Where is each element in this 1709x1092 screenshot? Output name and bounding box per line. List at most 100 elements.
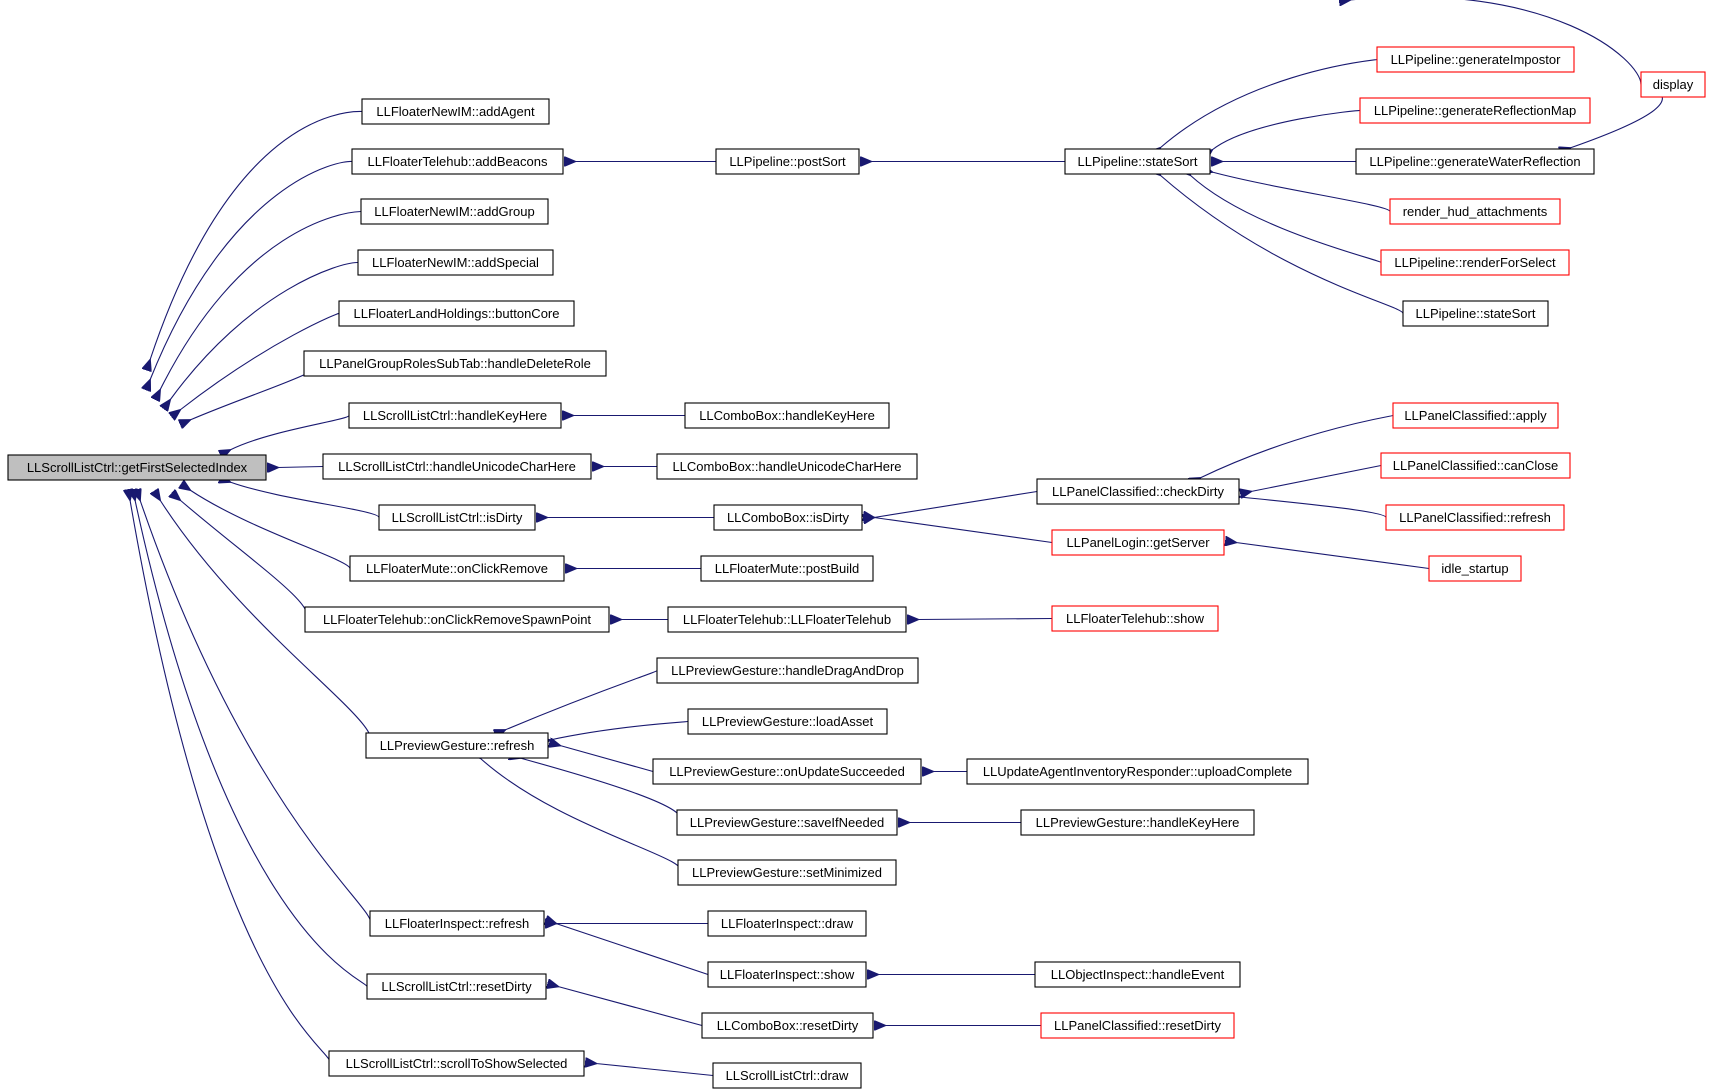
graph-node-llfloaternewim-addgroup[interactable]: LLFloaterNewIM::addGroup xyxy=(360,198,549,225)
graph-node-llcombobox-handlekeyhere[interactable]: LLComboBox::handleKeyHere xyxy=(684,402,890,429)
graph-node-llfloatertelehub-show[interactable]: LLFloaterTelehub::show xyxy=(1051,605,1219,632)
graph-node-render-hud-attachments[interactable]: render_hud_attachments xyxy=(1389,198,1561,225)
graph-node-llscrolllistctrl-handleunicodecharhere[interactable]: LLScrollListCtrl::handleUnicodeCharHere xyxy=(322,453,592,480)
nodes-layer: LLScrollListCtrl::getFirstSelectedIndexL… xyxy=(7,46,1706,1089)
graph-edge xyxy=(140,500,372,924)
graph-node-llpipeline-generatereflectionmap[interactable]: LLPipeline::generateReflectionMap xyxy=(1359,97,1591,124)
node-label: LLFloaterInspect::draw xyxy=(721,916,854,931)
graph-edge xyxy=(1212,172,1391,213)
node-box xyxy=(713,504,863,531)
node-label: LLPreviewGesture::setMinimized xyxy=(692,865,882,880)
graph-node-llpanelclassified-apply[interactable]: LLPanelClassified::apply xyxy=(1392,402,1559,429)
graph-edge xyxy=(1160,58,1378,149)
node-label: LLPreviewGesture::saveIfNeeded xyxy=(690,815,884,830)
graph-node-llpipeline-renderforselect[interactable]: LLPipeline::renderForSelect xyxy=(1380,249,1570,276)
node-label: LLFloaterMute::postBuild xyxy=(715,561,860,576)
graph-node-llpreviewgesture-setminimized[interactable]: LLPreviewGesture::setMinimized xyxy=(677,859,897,886)
node-label: LLPanelClassified::checkDirty xyxy=(1052,484,1224,499)
graph-node-llscrolllistctrl-getfirstselectedindex[interactable]: LLScrollListCtrl::getFirstSelectedIndex xyxy=(7,454,267,481)
node-box xyxy=(378,504,536,531)
node-label: LLFloaterNewIM::addAgent xyxy=(376,104,535,119)
node-label: LLComboBox::handleKeyHere xyxy=(699,408,875,423)
graph-edge xyxy=(918,619,1053,620)
node-label: LLScrollListCtrl::handleUnicodeCharHere xyxy=(338,459,576,474)
graph-node-llfloaterinspect-draw[interactable]: LLFloaterInspect::draw xyxy=(707,910,867,937)
node-box xyxy=(656,453,918,480)
node-label: LLPipeline::generateImpostor xyxy=(1391,52,1562,67)
node-box xyxy=(357,249,554,276)
graph-node-llpanelclassified-canclose[interactable]: LLPanelClassified::canClose xyxy=(1380,452,1571,479)
graph-node-llfloaterlandholdings-buttoncore[interactable]: LLFloaterLandHoldings::buttonCore xyxy=(338,300,575,327)
node-label: LLPanelClassified::refresh xyxy=(1399,510,1551,525)
node-box xyxy=(303,350,607,377)
graph-edge xyxy=(1160,175,1404,314)
node-box xyxy=(1064,148,1211,175)
graph-node-llfloaterinspect-show[interactable]: LLFloaterInspect::show xyxy=(707,961,867,988)
graph-node-llpreviewgesture-handlekeyhere[interactable]: LLPreviewGesture::handleKeyHere xyxy=(1020,809,1255,836)
graph-node-display[interactable]: display xyxy=(1640,71,1706,98)
graph-edge xyxy=(596,1064,714,1077)
node-label: LLPreviewGesture::onUpdateSucceeded xyxy=(669,764,905,779)
node-box xyxy=(1402,300,1549,327)
graph-edge xyxy=(230,414,350,451)
graph-node-llpreviewgesture-refresh[interactable]: LLPreviewGesture::refresh xyxy=(365,732,549,759)
node-label: LLFloaterMute::onClickRemove xyxy=(366,561,548,576)
graph-node-llpreviewgesture-loadasset[interactable]: LLPreviewGesture::loadAsset xyxy=(687,708,888,735)
graph-node-llscrolllistctrl-resetdirty[interactable]: LLScrollListCtrl::resetDirty xyxy=(366,973,547,1000)
graph-node-idle-startup[interactable]: idle_startup xyxy=(1428,555,1522,582)
graph-node-llfloaternewim-addagent[interactable]: LLFloaterNewIM::addAgent xyxy=(361,98,550,125)
node-label: display xyxy=(1653,77,1694,92)
graph-node-llfloatertelehub-addbeacons[interactable]: LLFloaterTelehub::addBeacons xyxy=(351,148,564,175)
node-box xyxy=(715,148,860,175)
graph-node-llpipeline-statesort[interactable]: LLPipeline::stateSort xyxy=(1064,148,1211,175)
node-box xyxy=(360,198,549,225)
graph-edge xyxy=(130,500,331,1064)
node-box xyxy=(1355,148,1595,175)
node-box xyxy=(1385,504,1565,531)
graph-node-llpreviewgesture-onupdatesucceeded[interactable]: LLPreviewGesture::onUpdateSucceeded xyxy=(652,758,922,785)
node-box xyxy=(1051,605,1219,632)
graph-node-llfloatertelehub-onclickremovespawnpoint[interactable]: LLFloaterTelehub::onClickRemoveSpawnPoin… xyxy=(304,606,610,633)
graph-node-llpanellogin-getserver[interactable]: LLPanelLogin::getServer xyxy=(1051,529,1225,556)
graph-node-llscrolllistctrl-scrolltoshowselected[interactable]: LLScrollListCtrl::scrollToShowSelected xyxy=(328,1050,585,1077)
graph-node-llcombobox-resetdirty[interactable]: LLComboBox::resetDirty xyxy=(701,1012,874,1039)
graph-node-llscrolllistctrl-draw[interactable]: LLScrollListCtrl::draw xyxy=(712,1062,862,1089)
graph-node-llpipeline-generateimpostor[interactable]: LLPipeline::generateImpostor xyxy=(1376,46,1575,73)
graph-node-llpreviewgesture-saveifneeded[interactable]: LLPreviewGesture::saveIfNeeded xyxy=(676,809,898,836)
graph-node-llpipeline-statesort[interactable]: LLPipeline::stateSort xyxy=(1402,300,1549,327)
graph-node-llpanelgrouprolessubtab-handledeleterole[interactable]: LLPanelGroupRolesSubTab::handleDeleteRol… xyxy=(303,350,607,377)
graph-node-llupdateagentinventoryresponder-uploadcomplete[interactable]: LLUpdateAgentInventoryResponder::uploadC… xyxy=(966,758,1309,785)
graph-node-llcombobox-isdirty[interactable]: LLComboBox::isDirty xyxy=(713,504,863,531)
node-label: LLUpdateAgentInventoryResponder::uploadC… xyxy=(983,764,1292,779)
graph-edge xyxy=(190,490,351,569)
node-label: LLScrollListCtrl::handleKeyHere xyxy=(363,408,547,423)
graph-node-llscrolllistctrl-isdirty[interactable]: LLScrollListCtrl::isDirty xyxy=(378,504,536,531)
node-box xyxy=(656,657,919,684)
graph-node-llpanelclassified-refresh[interactable]: LLPanelClassified::refresh xyxy=(1385,504,1565,531)
graph-node-llfloatermute-postbuild[interactable]: LLFloaterMute::postBuild xyxy=(700,555,874,582)
node-label: LLPreviewGesture::handleKeyHere xyxy=(1036,815,1240,830)
graph-node-llfloaternewim-addspecial[interactable]: LLFloaterNewIM::addSpecial xyxy=(357,249,554,276)
graph-edge xyxy=(874,490,1038,518)
graph-node-llpipeline-postsort[interactable]: LLPipeline::postSort xyxy=(715,148,860,175)
graph-edge xyxy=(1236,543,1430,570)
node-label: LLObjectInspect::handleEvent xyxy=(1051,967,1225,982)
node-label: LLPanelGroupRolesSubTab::handleDeleteRol… xyxy=(319,356,591,371)
graph-node-llpanelclassified-resetdirty[interactable]: LLPanelClassified::resetDirty xyxy=(1040,1012,1235,1039)
graph-node-llfloaterinspect-refresh[interactable]: LLFloaterInspect::refresh xyxy=(369,910,545,937)
node-box xyxy=(369,910,545,937)
graph-node-llpipeline-generatewaterreflection[interactable]: LLPipeline::generateWaterReflection xyxy=(1355,148,1595,175)
node-box xyxy=(1051,529,1225,556)
graph-node-llpreviewgesture-handledraganddrop[interactable]: LLPreviewGesture::handleDragAndDrop xyxy=(656,657,919,684)
graph-node-llfloatertelehub-llfloatertelehub[interactable]: LLFloaterTelehub::LLFloaterTelehub xyxy=(667,606,907,633)
graph-node-llfloatermute-onclickremove[interactable]: LLFloaterMute::onClickRemove xyxy=(349,555,565,582)
graph-node-llobjectinspect-handleevent[interactable]: LLObjectInspect::handleEvent xyxy=(1034,961,1241,988)
graph-node-llscrolllistctrl-handlekeyhere[interactable]: LLScrollListCtrl::handleKeyHere xyxy=(348,402,562,429)
node-label: LLComboBox::handleUnicodeCharHere xyxy=(672,459,901,474)
node-label: idle_startup xyxy=(1441,561,1508,576)
node-label: LLFloaterTelehub::onClickRemoveSpawnPoin… xyxy=(323,612,591,627)
node-label: LLScrollListCtrl::draw xyxy=(726,1068,849,1083)
graph-node-llpanelclassified-checkdirty[interactable]: LLPanelClassified::checkDirty xyxy=(1036,478,1240,505)
node-label: LLPanelLogin::getServer xyxy=(1066,535,1210,550)
graph-node-llcombobox-handleunicodecharhere[interactable]: LLComboBox::handleUnicodeCharHere xyxy=(656,453,918,480)
